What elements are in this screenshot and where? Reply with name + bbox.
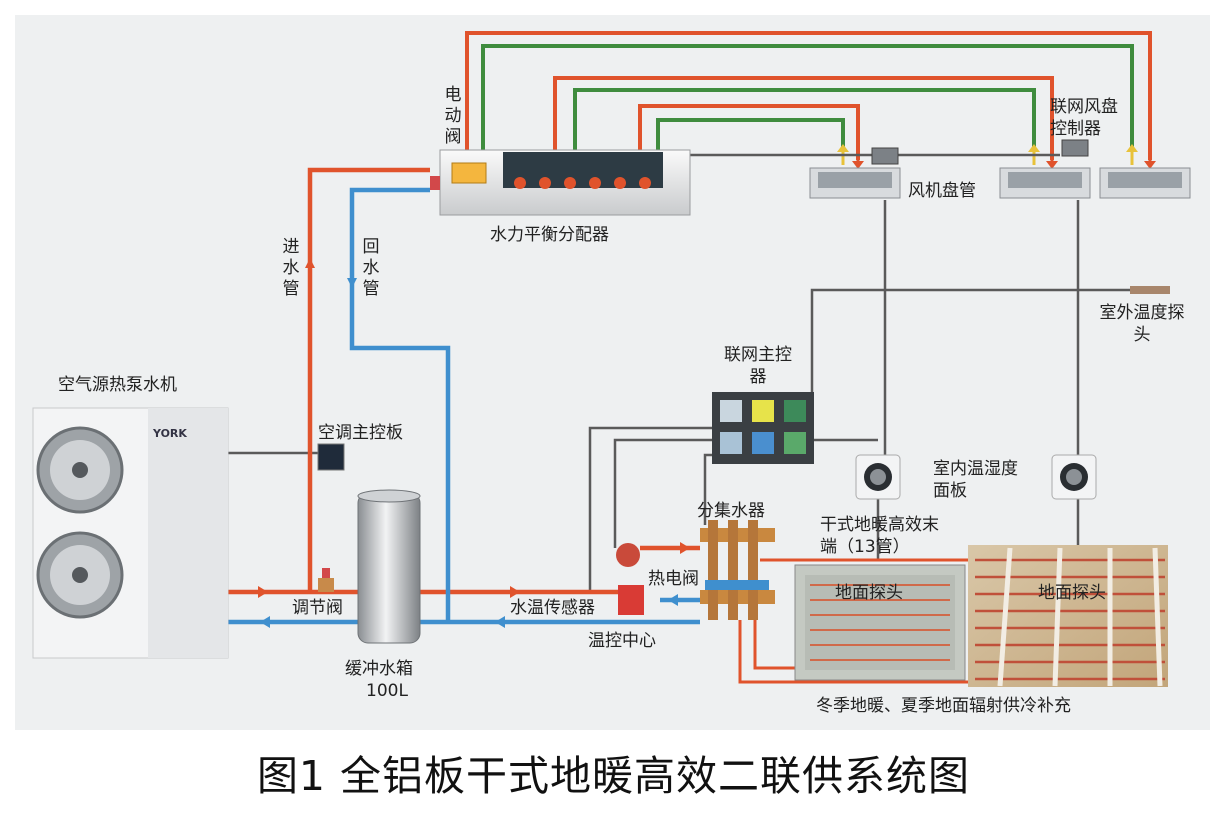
top-pipe-loops [465,31,1152,160]
main-pipes [228,167,700,625]
buffer-tank [357,489,421,644]
fan-coil-controller-2 [1061,139,1089,157]
label-outdoor-probe: 室外温度探头 [1099,303,1185,345]
label-heat-pump: 空气源热泵水机 [58,375,177,395]
label-supply-pipe: 进水管 [282,237,300,299]
outdoor-temp-probe [1130,286,1170,294]
label-water-temp-sensor: 水温传感器 [510,598,595,618]
label-fan-coil-controller: 联网风盘控制器 [1050,97,1118,139]
indoor-panel-2 [1051,454,1097,500]
label-adjust-valve: 调节阀 [292,598,343,618]
label-buffer-volume: 100L [366,681,408,701]
label-manifold: 分集水器 [697,501,765,521]
fan-coil-2 [999,167,1091,199]
label-floor-probe-1: 地面探头 [835,583,903,603]
fan-coil-1 [809,167,901,199]
floor-panel-left [794,564,966,681]
fan-coil-3 [1099,167,1191,199]
floor-loop-pipes [738,558,968,684]
air-source-heat-pump [32,407,229,659]
label-fan-coil: 风机盘管 [908,181,976,201]
indoor-panel-1 [855,454,901,500]
label-ac-controller: 空调主控板 [318,423,403,443]
label-return-pipe: 回水管 [362,237,380,299]
label-hydraulic-distributor: 水力平衡分配器 [490,225,609,245]
manifold [700,520,775,620]
label-floor-probe-2: 地面探头 [1038,583,1106,603]
label-temp-control-center: 温控中心 [588,631,656,651]
label-indoor-panel: 室内温湿度面板 [933,459,1018,501]
label-dry-floor-end: 干式地暖高效末端（13管） [820,515,939,557]
label-motorized-valve: 电动阀 [444,85,462,147]
label-winter-summer-note: 冬季地暖、夏季地面辐射供冷补充 [816,696,1071,716]
label-network-master: 联网主控器 [724,345,792,387]
main-pipe-arrows [258,258,690,628]
label-thermo-valve: 热电阀 [648,569,699,589]
label-buffer-tank: 缓冲水箱 [345,659,413,679]
ac-controller-device [317,443,345,471]
fan-coil-flow-arrows [837,144,1156,169]
hydraulic-distributor [430,149,691,216]
temp-control-center [616,543,644,615]
brand-logo: YORK [153,427,187,440]
network-master-controller [712,392,814,464]
adjust-valve [318,568,334,592]
figure-caption: 图1 全铝板干式地暖高效二联供系统图 [256,752,971,800]
floor-panel-right [968,545,1168,687]
fan-coil-controller-1 [871,147,899,165]
